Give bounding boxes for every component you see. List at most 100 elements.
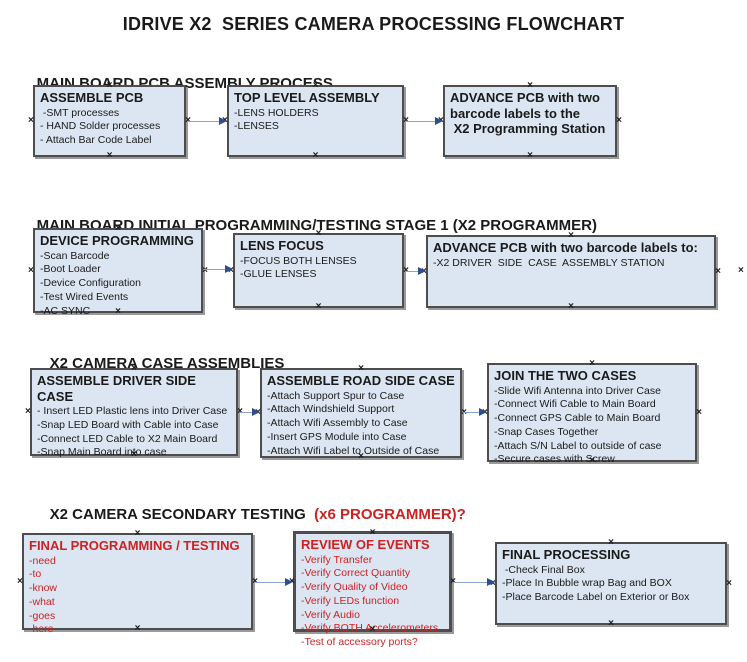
box-item: -Verify Correct Quantity	[301, 567, 411, 580]
box-item: -Attach Windshield Support	[267, 403, 395, 416]
box-title: JOIN THE TWO CASES	[494, 368, 637, 383]
page-title: IDRIVE X2 SERIES CAMERA PROCESSING FLOWC…	[122, 14, 625, 34]
box-items: -SMT processes- HAND Solder processes- A…	[40, 107, 179, 148]
flow-arrow-4	[405, 267, 426, 276]
box-items: -need-to-know-what-goes-here	[29, 555, 246, 638]
flow-arrow-3	[204, 265, 233, 274]
box-title: ADVANCE PCB with two barcode labels to t…	[450, 90, 606, 137]
box-item: -Snap Main Board into case	[37, 446, 167, 459]
box-title: ASSEMBLE DRIVER SIDE CASE	[37, 373, 200, 404]
box-items: -Attach Support Spur to Case-Attach Wind…	[267, 390, 455, 459]
box-item: -Verify LEDs function	[301, 594, 400, 607]
box-item: -know	[29, 582, 58, 595]
box-item: -Secure cases with Screw	[494, 453, 615, 466]
flow-box-assemble-road-side-case: ASSEMBLE ROAD SIDE CASE -Attach Support …	[255, 364, 467, 462]
box-item: -need	[29, 554, 56, 567]
box-item: -Attach Wifi Label to Outside of Case	[267, 444, 440, 457]
box-item: -Boot Loader	[40, 263, 101, 276]
connection-handle-icon: ×	[608, 618, 614, 629]
arrow-line	[405, 120, 438, 123]
box-title: LENS FOCUS	[240, 238, 324, 253]
box-item: -goes	[29, 609, 56, 622]
arrow-head-icon	[479, 408, 487, 416]
box-item: -Snap Cases Together	[494, 425, 599, 438]
arrow-line	[187, 120, 222, 123]
box-item: -here	[29, 623, 54, 636]
box-item: -Place Barcode Label on Exterior or Box	[502, 591, 690, 604]
arrow-head-icon	[487, 578, 495, 586]
box-title: REVIEW OF EVENTS	[301, 537, 430, 552]
box-title: ADVANCE PCB with two barcode labels to:	[433, 240, 698, 255]
section-heading-red-text: (x6 PROGRAMMER)?	[309, 506, 466, 523]
arrow-head-icon	[225, 265, 233, 273]
arrow-line	[254, 581, 288, 584]
box-items: -FOCUS BOTH LENSES-GLUE LENSES	[240, 255, 397, 283]
connection-handle-icon: ×	[106, 150, 113, 161]
flow-arrow-7	[254, 578, 293, 587]
arrow-line	[204, 268, 228, 271]
flow-box-final-processing: FINAL PROCESSING -Check Final Box -Place …	[490, 538, 732, 629]
connection-handle-icon: ×	[28, 264, 34, 276]
box-item: -FOCUS BOTH LENSES	[240, 254, 357, 267]
section-heading-secondary-testing: X2 CAMERA SECONDARY TESTING (x6 PROGRAMM…	[33, 489, 466, 540]
flow-box-assemble-pcb: ASSEMBLE PCB -SMT processes- HAND Solder…	[28, 81, 191, 161]
box-title: ASSEMBLE PCB	[40, 90, 144, 105]
box-item: - HAND Solder processes	[40, 120, 161, 133]
section-heading-text: X2 CAMERA SECONDARY TESTING	[49, 506, 310, 523]
box-item: -Verify Audio	[301, 608, 360, 621]
box-item: -Attach S/N Label to outside of case	[494, 439, 662, 452]
flow-box-top-level-assembly: TOP LEVEL ASSEMBLY -LENS HOLDERS-LENSES …	[222, 81, 409, 161]
box-item: - Attach Bar Code Label	[40, 134, 152, 147]
flow-box-device-programming: DEVICE PROGRAMMING -Scan Barcode-Boot Lo…	[28, 224, 208, 317]
section-heading-case-assemblies: X2 CAMERA CASE ASSEMBLIES	[33, 338, 285, 389]
arrow-head-icon	[285, 578, 293, 586]
box-item: -Attach Wifi Assembly to Case	[267, 417, 408, 430]
box-item: -Test of accessory ports?	[301, 636, 418, 649]
connection-handle-icon: ×	[315, 301, 322, 312]
box-title: FINAL PROGRAMMING / TESTING	[29, 538, 240, 553]
box-item: -AC SYNC	[40, 304, 91, 317]
box-item: -Snap LED Board with Cable into Case	[37, 418, 219, 431]
arrow-line	[405, 270, 421, 273]
connection-handle-icon: ×	[527, 150, 533, 161]
box-item: -what	[29, 595, 55, 608]
box-item: -GLUE LENSES	[240, 268, 317, 281]
box-items: -LENS HOLDERS-LENSES	[234, 107, 397, 135]
box-title: FINAL PROCESSING	[502, 547, 631, 562]
flow-box-advance-pcb-programming-station: ADVANCE PCB with two barcode labels to t…	[438, 81, 622, 161]
box-item: -to	[29, 568, 42, 581]
box-item: -Connect LED Cable to X2 Main Board	[37, 432, 218, 445]
box-title: DEVICE PROGRAMMING	[40, 233, 194, 248]
box-item: -Attach Support Spur to Case	[267, 389, 405, 402]
box-title: TOP LEVEL ASSEMBLY	[234, 90, 380, 105]
box-items: -Verify Transfer-Verify Correct Quantity…	[301, 554, 444, 650]
box-items: -X2 DRIVER SIDE CASE ASSEMBLY STATION	[433, 257, 709, 271]
flow-box-lens-focus: LENS FOCUS -FOCUS BOTH LENSES-GLUE LENSE…	[228, 229, 409, 312]
connection-handle-icon: ×	[25, 406, 31, 417]
flow-arrow-2	[405, 117, 443, 126]
box-item: -Connect GPS Cable to Main Board	[494, 412, 661, 425]
box-item: - Insert LED Plastic lens into Driver Ca…	[37, 405, 228, 418]
box-item: -Device Configuration	[40, 277, 141, 290]
box-item: -Check Final Box	[502, 563, 585, 576]
box-item: -Verify BOTH Accelerometers	[301, 622, 439, 635]
arrow-line	[463, 411, 482, 414]
box-item: -Scan Barcode	[40, 249, 110, 262]
flow-arrow-6	[463, 408, 487, 417]
connection-handle-icon: ×	[726, 577, 732, 589]
connection-handle-icon: ×	[738, 265, 744, 276]
flow-arrow-5	[239, 408, 260, 417]
connection-handle-icon: ×	[312, 150, 319, 161]
flow-box-advance-pcb-driver-side: ADVANCE PCB with two barcode labels to: …	[421, 231, 721, 312]
connection-handle-icon: ×	[715, 265, 721, 277]
box-item: -Slide Wifi Antenna into Driver Case	[494, 384, 661, 397]
arrow-line	[453, 581, 490, 584]
arrow-head-icon	[219, 117, 227, 125]
box-item: -Test Wired Events	[40, 290, 129, 303]
section-heading-text: X2 CAMERA CASE ASSEMBLIES	[49, 355, 285, 372]
box-item: -Insert GPS Module into Case	[267, 430, 407, 443]
arrow-line	[239, 411, 255, 414]
flow-box-final-programming-testing: FINAL PROGRAMMING / TESTING -need-to-kno…	[17, 529, 258, 636]
connection-handle-icon: ×	[568, 301, 574, 312]
connection-handle-icon: ×	[696, 406, 702, 418]
